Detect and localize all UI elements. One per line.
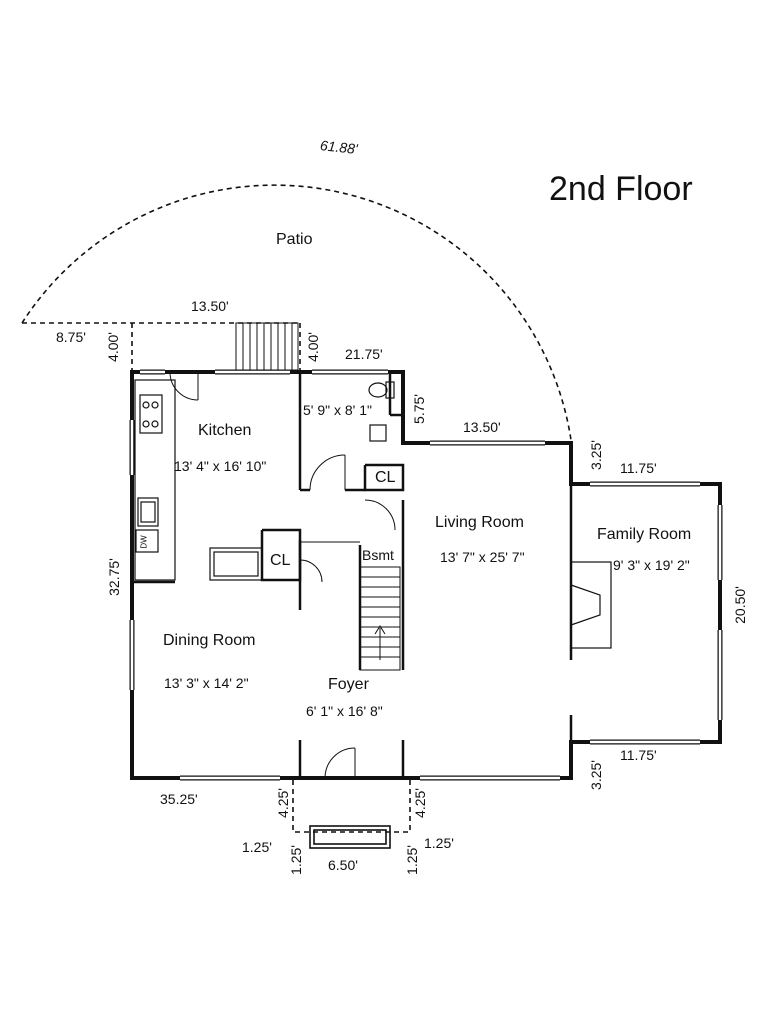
dim-family-side: 20.50'	[731, 586, 748, 624]
dishwasher-label: DW	[139, 535, 149, 549]
kitchen-label: Kitchen	[198, 422, 252, 439]
kitchen-size: 13' 4" x 16' 10"	[174, 458, 267, 474]
front-porch	[292, 780, 411, 849]
dim-top-right: 21.75'	[345, 346, 383, 362]
living-room-label: Living Room	[435, 514, 524, 531]
foyer-label: Foyer	[328, 676, 369, 693]
living-room-size: 13' 7" x 25' 7"	[440, 549, 525, 565]
dim-patio-top: 13.50'	[191, 298, 229, 314]
dim-bottom: 35.25'	[160, 791, 198, 807]
dining-room-size: 13' 3" x 14' 2"	[164, 675, 249, 691]
page-title: 2nd Floor	[549, 170, 693, 208]
basement-stairs	[359, 566, 401, 671]
dim-porch-right-step: 1.25'	[403, 845, 420, 875]
dim-mid-jog: 4.00'	[304, 332, 321, 362]
family-room-size: 9' 3" x 19' 2"	[613, 557, 690, 573]
basement-label: Bsmt	[362, 547, 394, 563]
bath-size: 5' 9" x 8' 1"	[303, 402, 372, 418]
patio-label: Patio	[276, 231, 313, 248]
dim-family-top: 11.75'	[620, 460, 657, 476]
foyer-size: 6' 1" x 16' 8"	[306, 703, 383, 719]
dim-family-bottom: 11.75'	[620, 747, 657, 763]
closet-lower-label: CL	[270, 552, 291, 569]
family-room-label: Family Room	[597, 526, 692, 543]
dim-patio-left: 8.75'	[56, 329, 86, 345]
bath-fixtures	[368, 381, 395, 442]
dining-room-label: Dining Room	[163, 632, 256, 649]
dim-left-side: 32.75'	[105, 558, 122, 596]
dim-bath-jog: 5.75'	[410, 394, 427, 424]
patio-arc	[21, 184, 572, 441]
dim-porch-left-depth: 4.25'	[274, 788, 291, 818]
windows	[130, 370, 722, 780]
dim-family-jog-bottom: 3.25'	[587, 760, 604, 790]
fireplace	[570, 561, 612, 649]
dim-porch-right-depth: 4.25'	[411, 788, 428, 818]
patio-stairs	[235, 322, 299, 371]
dim-porch-left-side: 1.25'	[242, 839, 272, 855]
kitchen-island	[209, 547, 263, 581]
window-marks	[129, 369, 723, 781]
dim-living-top: 13.50'	[463, 419, 501, 435]
dim-porch-width: 6.50'	[328, 857, 358, 873]
closet-upper-label: CL	[375, 469, 396, 486]
doors	[169, 373, 396, 779]
dim-porch-left-step: 1.25'	[287, 845, 304, 875]
dim-left-jog: 4.00'	[104, 332, 121, 362]
dim-porch-right-side: 1.25'	[424, 835, 454, 851]
kitchen-counter	[134, 379, 176, 581]
dim-family-jog-top: 3.25'	[587, 440, 604, 470]
patio-arc-dimension: 61.88'	[319, 137, 359, 157]
